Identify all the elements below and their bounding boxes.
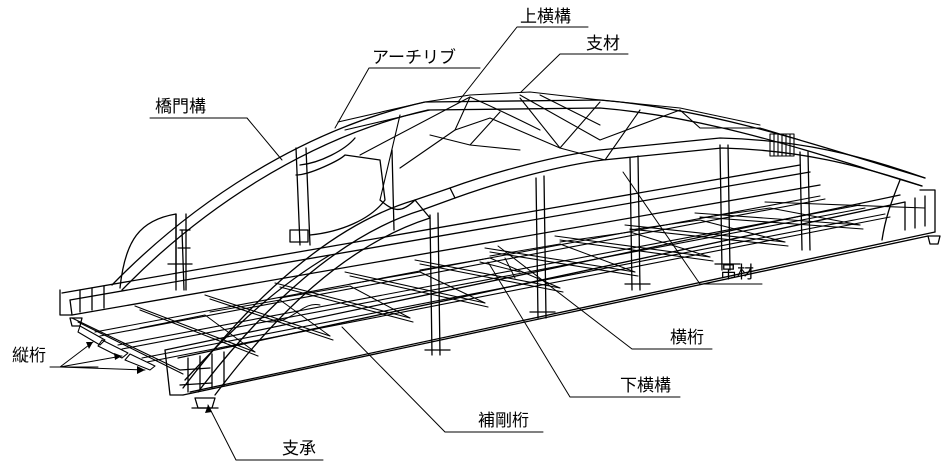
label-bearing: 支承 [282,439,316,459]
label-lower-lateral: 下横構 [620,376,671,396]
upper-lateral-bracing [337,91,801,201]
arrowheads [86,342,212,413]
label-upper-lateral: 上横構 [520,7,571,27]
stringers [77,195,891,371]
portal-frame [167,137,386,291]
label-portal-frame: 橋門構 [155,97,206,117]
hangers [181,144,811,356]
label-stringer: 縦桁 [12,346,46,366]
far-stiffening-girder [59,164,821,316]
label-strut: 支材 [586,34,620,54]
bearings [69,235,941,409]
leader-lines [49,26,763,461]
lower-lateral-bracing [139,207,861,353]
label-stiffening-girder: 補剛桁 [478,411,529,431]
label-arch-rib: アーチリブ [372,47,456,68]
label-hanger: 吊材 [720,263,754,283]
label-floor-beam: 横桁 [670,328,704,348]
floor-beams [71,201,926,375]
